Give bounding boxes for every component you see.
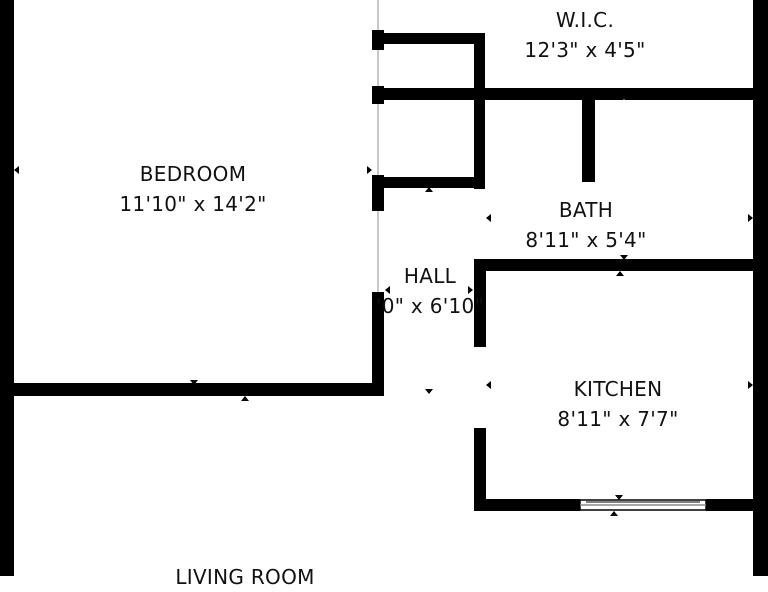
marker-wic-bottom xyxy=(620,96,628,101)
wall-closet-right xyxy=(474,33,485,189)
marker-window-bottom xyxy=(610,511,618,516)
room-label-bedroom: BEDROOM 11'10" x 14'2" xyxy=(119,159,266,219)
room-name-kitchen: KITCHEN xyxy=(573,377,663,401)
walls xyxy=(0,0,768,576)
room-name-wic: W.I.C. xyxy=(555,8,615,32)
marker-hall-bottom xyxy=(425,389,433,394)
room-dims-hall: '0" x 6'10" xyxy=(375,294,485,318)
marker-bath-left xyxy=(486,214,491,222)
room-label-hall: HALL '0" x 6'10" xyxy=(376,261,484,321)
wall-bath-stub xyxy=(582,100,595,182)
room-label-kitchen: KITCHEN 8'11" x 7'7" xyxy=(557,374,678,434)
marker-living-top xyxy=(241,396,249,401)
marker-bath-top-hidden xyxy=(620,99,628,104)
wall-kitchen-left-1 xyxy=(474,259,486,347)
wall-kitchen-left-2 xyxy=(474,428,486,510)
wall-kitchen-bottom-2 xyxy=(706,499,756,511)
wall-bedroom-bottom xyxy=(14,383,384,396)
marker-bath-bottom xyxy=(620,255,628,260)
wall-bath-bottom xyxy=(474,259,756,271)
room-name-bedroom: BEDROOM xyxy=(139,162,247,186)
marker-hall-top xyxy=(425,187,433,192)
marker-bedroom-left xyxy=(14,166,19,174)
room-label-living: LIVING ROOM xyxy=(175,562,314,592)
marker-hall-left xyxy=(385,286,390,294)
room-name-bath: BATH xyxy=(558,198,614,222)
wall-outer-right xyxy=(753,0,768,576)
marker-kitchen-left xyxy=(486,381,491,389)
marker-bath-right xyxy=(748,214,753,222)
room-label-bath: BATH 8'11" x 5'4" xyxy=(525,195,646,255)
wall-closet-top xyxy=(384,33,485,44)
dimension-markers xyxy=(14,96,753,516)
marker-kitchen-top xyxy=(616,271,624,276)
room-label-wic: W.I.C. 12'3" x 4'5" xyxy=(524,5,645,65)
marker-kitchen-right xyxy=(748,381,753,389)
room-name-living: LIVING ROOM xyxy=(175,565,315,589)
room-dims-kitchen: 8'11" x 7'7" xyxy=(557,407,679,431)
marker-bedroom-bottom xyxy=(190,380,198,385)
wall-wic-bottom xyxy=(384,88,756,100)
wall-bedroom-right-1 xyxy=(372,30,384,50)
wall-kitchen-bottom-1 xyxy=(474,499,580,511)
wall-bedroom-right-4 xyxy=(372,292,384,396)
marker-hall-right xyxy=(468,286,473,294)
room-dims-wic: 12'3" x 4'5" xyxy=(524,38,646,62)
kitchen-window xyxy=(579,499,707,511)
room-dims-bath: 8'11" x 5'4" xyxy=(525,228,647,252)
wall-bedroom-right-2 xyxy=(372,86,384,104)
marker-kitchen-bottom xyxy=(615,495,623,500)
floor-plan xyxy=(0,0,768,576)
room-name-hall: HALL xyxy=(403,264,457,288)
wall-bedroom-right-3 xyxy=(372,175,384,211)
room-dims-bedroom: 11'10" x 14'2" xyxy=(119,192,267,216)
wall-closet-bottom xyxy=(384,177,485,188)
marker-bedroom-right xyxy=(367,166,372,174)
wall-outer-left xyxy=(0,0,14,576)
